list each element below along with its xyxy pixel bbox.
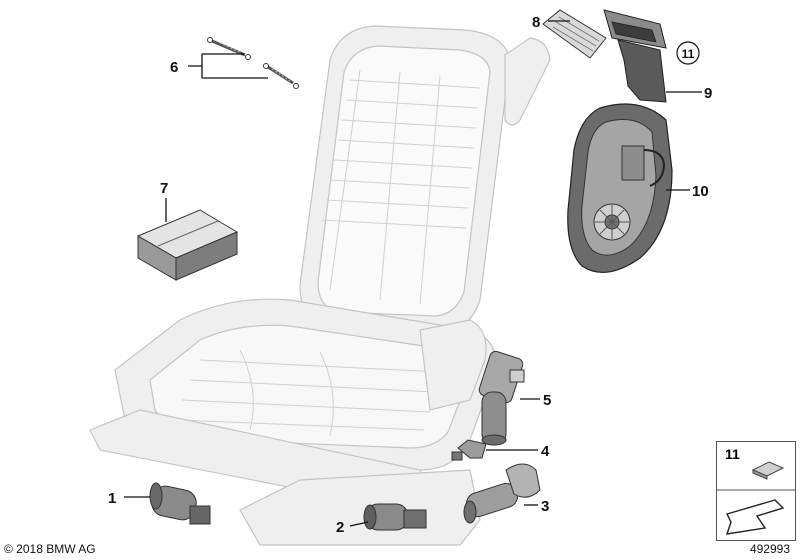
part-5-motor [478, 350, 525, 446]
part-7-pad [136, 209, 239, 281]
callout-10: 10 [692, 183, 709, 200]
seat-frame-ghost [89, 25, 551, 546]
part-4-bracket [451, 439, 487, 461]
callout-6: 6 [170, 59, 178, 76]
legend-graphics [717, 461, 795, 535]
part-3-motor [463, 463, 541, 524]
part-2-actuator [363, 503, 427, 531]
callout-2: 2 [336, 519, 344, 536]
callout-8: 8 [532, 14, 540, 31]
legend-box: 11 [716, 441, 796, 541]
callout-1: 1 [108, 490, 116, 507]
callout-11-circle [676, 41, 700, 65]
callout-4: 4 [541, 443, 550, 460]
legend-number: 11 [725, 446, 740, 462]
callout-9: 9 [704, 85, 712, 102]
part-9-air-duct [603, 9, 667, 103]
callout-3: 3 [541, 498, 549, 515]
part-6-springs [207, 37, 299, 89]
leader-lines [124, 20, 702, 527]
arrow-pointer-icon [725, 499, 785, 535]
callout-labels: 1 2 3 4 5 6 7 8 9 10 11 [108, 14, 712, 536]
part-10-fan-housing [567, 103, 673, 273]
callout-5: 5 [543, 392, 551, 409]
callout-11: 11 [682, 47, 695, 61]
callout-7: 7 [160, 180, 168, 197]
copyright-text: © 2018 BMW AG [4, 542, 96, 556]
part-8-grille [542, 9, 607, 59]
document-number: 492993 [749, 542, 790, 556]
part-1-actuator [149, 482, 211, 525]
